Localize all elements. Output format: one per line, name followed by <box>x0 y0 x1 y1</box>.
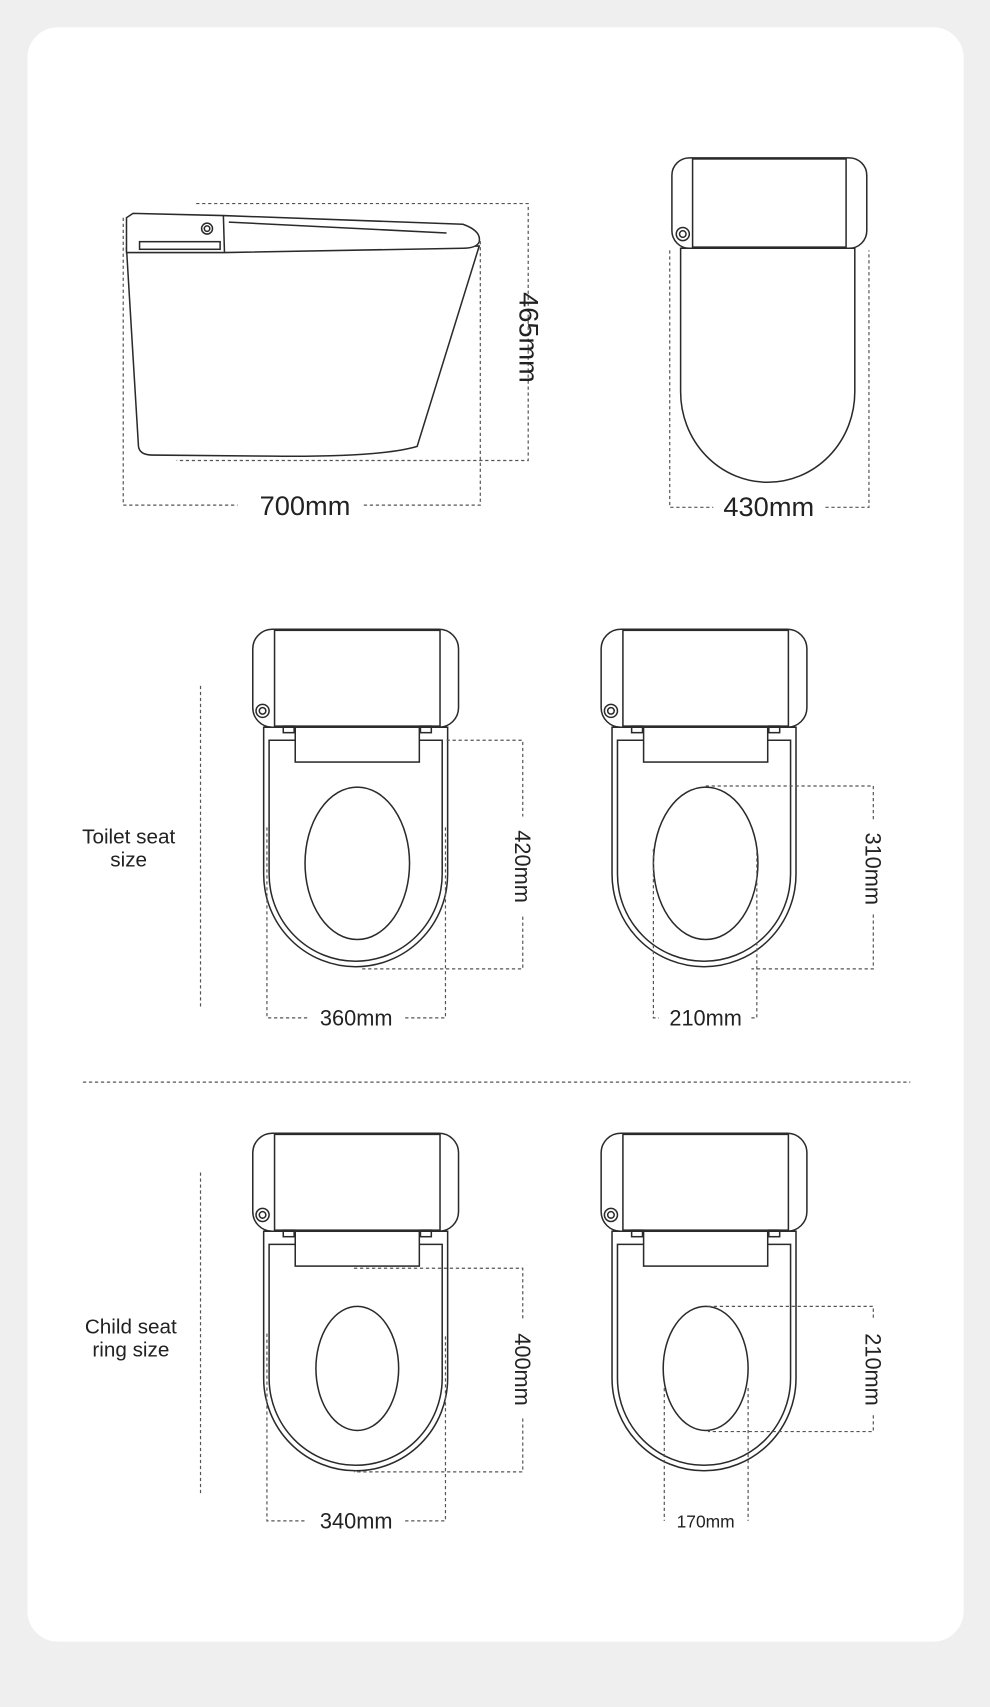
toilet-seat-label-line1: Toilet seat <box>82 826 175 849</box>
toilet-seat-label-line2: size <box>110 849 147 872</box>
side-view-toilet: 700mm 465mm <box>122 202 544 521</box>
child-outer-length: 400mm <box>510 1333 535 1406</box>
child-hole-length: 210mm <box>861 1333 886 1406</box>
height-label: 465mm <box>513 292 544 383</box>
width-label: 430mm <box>723 491 814 522</box>
seat-outer-length: 420mm <box>510 830 535 903</box>
seat-outer-width: 360mm <box>320 1006 393 1031</box>
child-seat-label-line2: ring size <box>92 1338 169 1361</box>
top-view-toilet: 430mm <box>669 157 870 522</box>
child-seat-label-line1: Child seat <box>85 1316 177 1339</box>
seat-hole-width: 210mm <box>669 1006 742 1031</box>
child-seat-row: Child seat ring size 400mm 340mm 210mm 1… <box>85 1132 886 1533</box>
toilet-seat-row: Toilet seat size 420mm 360mm 310mm 210mm <box>82 628 886 1031</box>
child-hole-width: 170mm <box>677 1511 735 1531</box>
length-label: 700mm <box>260 490 351 521</box>
seat-hole-length: 310mm <box>861 832 886 905</box>
child-outer-width: 340mm <box>320 1508 393 1533</box>
